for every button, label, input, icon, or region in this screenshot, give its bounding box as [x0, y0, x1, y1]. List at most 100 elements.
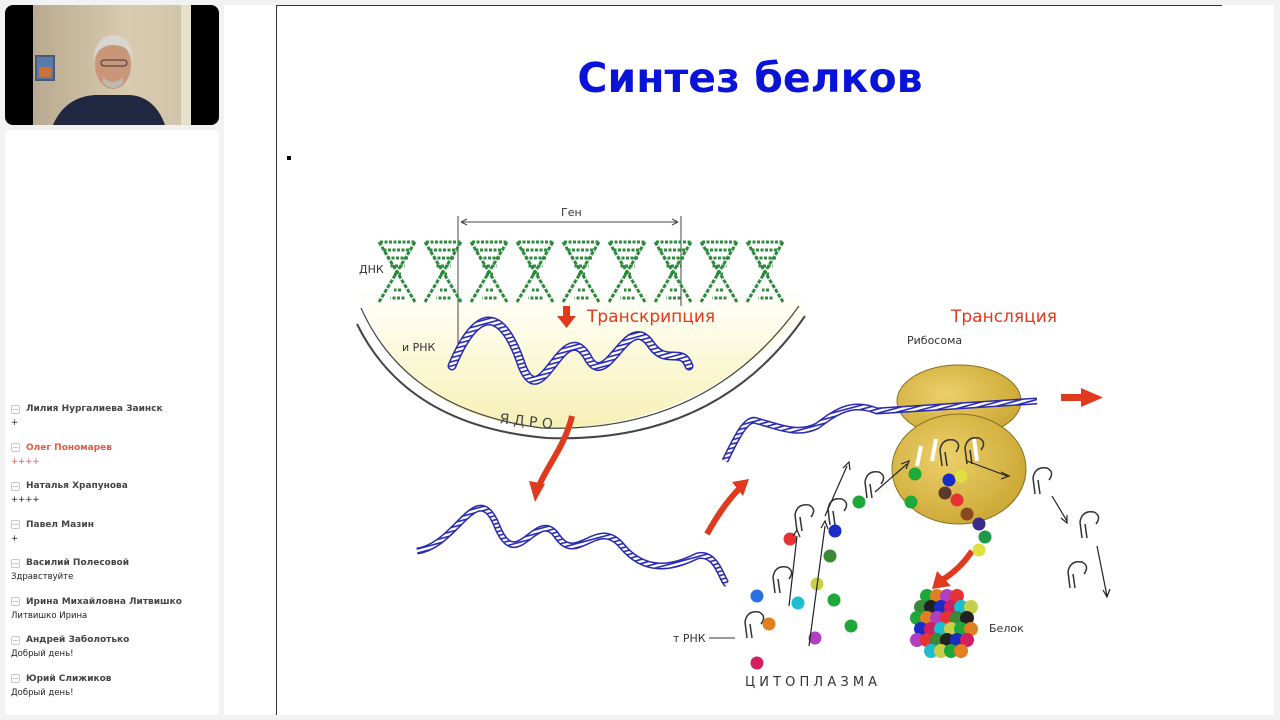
message-text: + [11, 533, 19, 544]
transcription-arrow [557, 306, 576, 328]
amino-acid-bead [828, 524, 842, 538]
trna-hook-inner [1072, 573, 1076, 589]
trna-hook-inner [1084, 523, 1088, 539]
amino-acid-bead [938, 486, 952, 500]
protein-cluster [910, 589, 978, 658]
nucleus: Я Д Р О [356, 286, 806, 440]
message-author: Лилия Нургалиева Заинск [26, 404, 163, 414]
protein-bead [934, 600, 948, 614]
message-text: Литвишко Ирина [11, 610, 88, 621]
dna-segment [469, 240, 509, 303]
dna-segment [423, 240, 463, 303]
protein-bead [964, 600, 978, 614]
trna-molecules [744, 436, 1100, 639]
protein-bead [930, 611, 944, 625]
protein-bead [944, 600, 958, 614]
protein-bead [934, 644, 948, 658]
ribosome-label: Рибосома [907, 334, 962, 347]
chat-message: Лилия Нургалиева Заинск + [5, 401, 219, 440]
dna-segment [745, 240, 785, 303]
protein-bead [924, 644, 938, 658]
cytoplasm-label: Ц И Т О П Л А З М А [745, 675, 877, 690]
amino-acids [750, 467, 992, 670]
amino-acid-bead [844, 619, 858, 633]
protein-bead [950, 589, 964, 603]
trna-hook [964, 436, 985, 465]
message-author: Юрий Слижиков [26, 673, 112, 684]
message-text: Добрый день! [11, 649, 74, 659]
message-text: Добрый день! [11, 687, 74, 698]
trna-hook-inner [749, 623, 753, 639]
webcam-video [5, 5, 219, 125]
trna-hook [1032, 466, 1053, 495]
trna-hook [772, 565, 793, 594]
chat-message: Ирина Михайловна Литвишко Литвишко Ирина [5, 594, 219, 633]
amino-acid-bead [978, 530, 992, 544]
protein-bead [960, 611, 974, 625]
amino-acid-bead [972, 543, 986, 557]
amino-acid-bead [942, 473, 956, 487]
dna-segment [561, 240, 601, 303]
trna-hook-inner [832, 510, 836, 526]
protein-bead [920, 633, 934, 647]
dna-strand [377, 240, 785, 303]
trna-hook [939, 438, 960, 467]
slide-area: Синтез белков [224, 5, 1274, 715]
trna-hook [1079, 510, 1100, 539]
gene-bracket [457, 216, 682, 346]
protein-bead [910, 611, 924, 625]
user-icon [11, 597, 20, 606]
to-ribosome-arrow [704, 486, 742, 536]
chat-message: Юрий Слижиков Добрый день! [5, 671, 219, 710]
user-icon [11, 443, 20, 452]
dna-segment [607, 240, 647, 303]
trna-label: т РНК [673, 632, 706, 645]
user-icon [11, 674, 20, 683]
gene-label: Ген [561, 206, 582, 219]
protein-bead [914, 600, 928, 614]
chat-message: Павел Мазин + [5, 517, 219, 556]
protein-bead [924, 600, 938, 614]
protein-bead [930, 589, 944, 603]
trna-hook-inner [777, 578, 781, 594]
protein-bead [964, 622, 978, 636]
trna-hook [744, 610, 765, 639]
amino-acid-bead [823, 549, 837, 563]
protein-bead [930, 633, 944, 647]
amino-acid-bead [750, 589, 764, 603]
protein-bead [954, 622, 968, 636]
dna-segment [377, 240, 417, 303]
protein-bead [924, 622, 938, 636]
message-text: ++++ [11, 456, 40, 467]
chat-message-list: Лилия Нургалиева Заинск + Олег Пономарев… [5, 401, 219, 709]
dna-segment [515, 240, 555, 303]
user-icon [11, 404, 20, 414]
protein-arrow [940, 549, 975, 583]
dna-label: ДНК [359, 263, 384, 276]
user-icon [11, 558, 20, 568]
slide-canvas: Синтез белков [276, 5, 1222, 715]
protein-bead [954, 644, 968, 658]
amino-acid-bead [762, 617, 776, 631]
user-icon [11, 635, 20, 645]
protein-bead [944, 644, 958, 658]
trna-hook-inner [869, 483, 873, 499]
protein-bead [950, 633, 964, 647]
amino-acid-bead [954, 469, 968, 483]
user-icon [11, 481, 20, 491]
protein-bead [940, 633, 954, 647]
protein-bead [960, 633, 974, 647]
amino-acid-bead [791, 596, 805, 610]
export-arrow [536, 415, 575, 488]
amino-acid-bead [904, 495, 918, 509]
protein-bead [940, 589, 954, 603]
amino-acid-bead [908, 467, 922, 481]
amino-acid-bead [827, 593, 841, 607]
chat-panel: Лилия Нургалиева Заинск + Олег Пономарев… [5, 130, 219, 715]
chat-message: Василий Полесовой Здравствуйте [5, 555, 219, 594]
mrna-label: и РНК [402, 341, 436, 354]
trna-hook-inner [1037, 479, 1041, 495]
nucleus-label: Я Д Р О [499, 411, 554, 433]
message-author: Павел Мазин [26, 519, 94, 530]
message-author: Ирина Михайловна Литвишко [26, 596, 182, 607]
